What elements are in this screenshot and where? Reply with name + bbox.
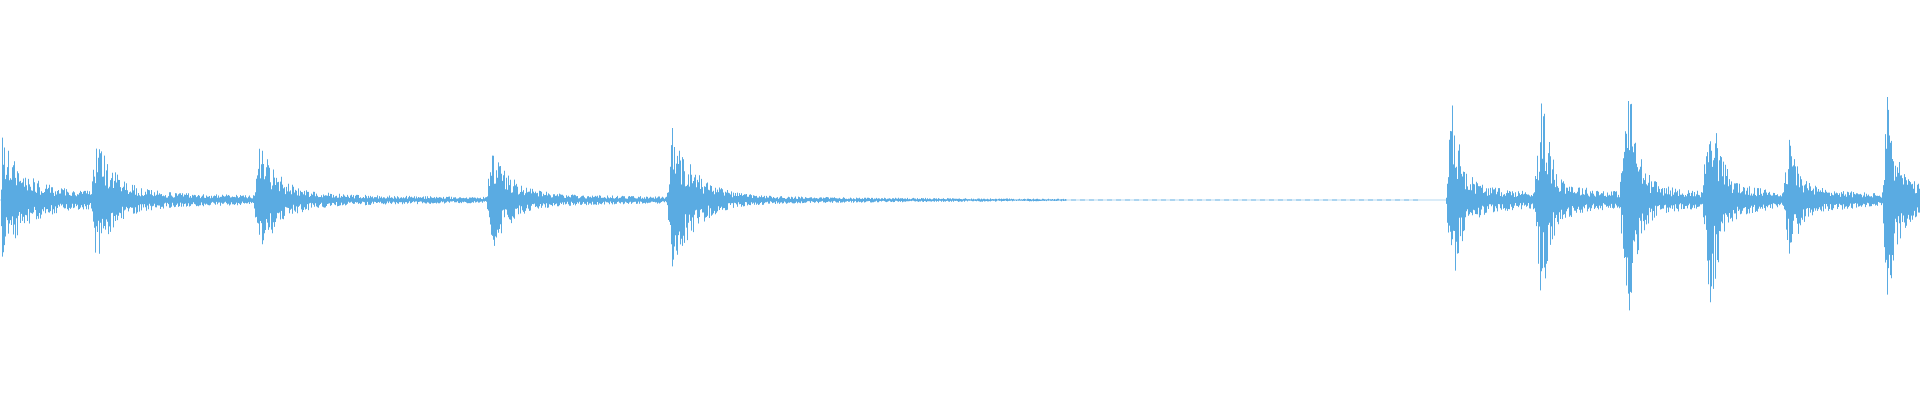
waveform-peaks: [1, 97, 1920, 311]
waveform-peak-path: [1, 97, 1920, 311]
